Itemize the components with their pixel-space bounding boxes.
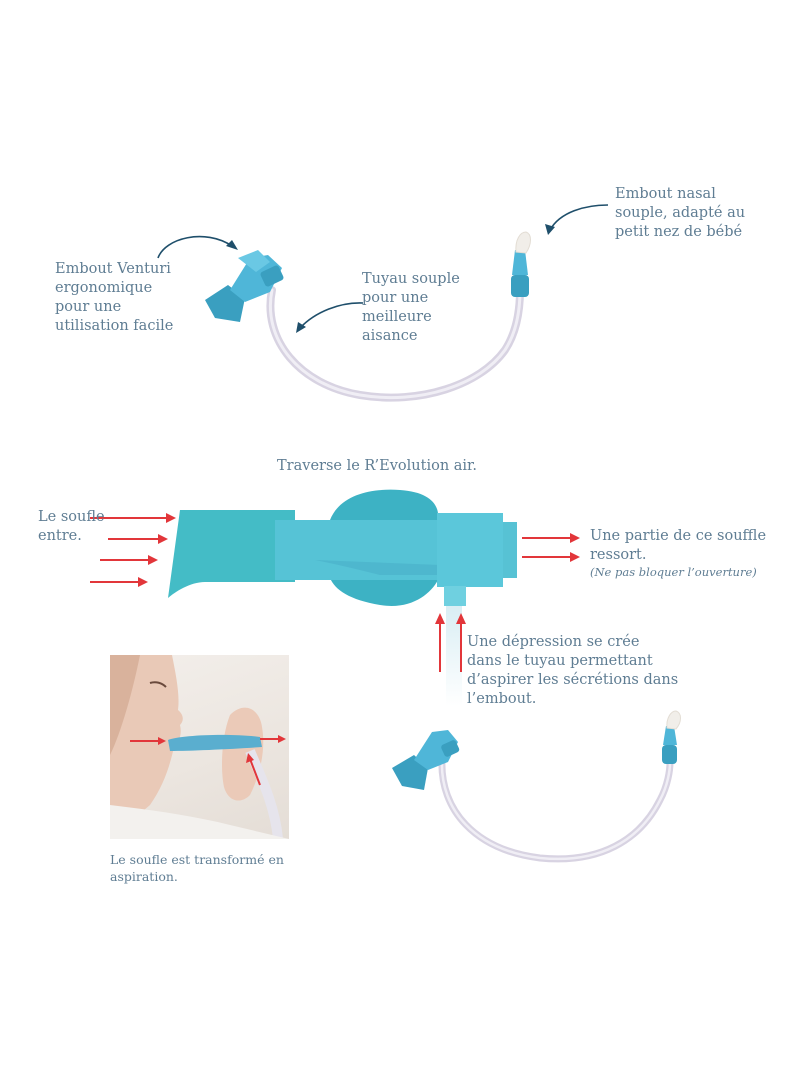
label-air-out-line: ressort. — [590, 547, 647, 563]
photo-caption-line: Le soufle est transformé en — [110, 852, 284, 867]
callout-arrowheads — [226, 224, 555, 333]
label-tube-line: aisance — [362, 328, 418, 344]
callout-arrows — [157, 204, 609, 329]
flow-title: Traverse le R’Evolution air. — [277, 458, 477, 474]
venturi-mouthpiece-bottom — [392, 730, 460, 790]
label-tube-line: meilleure — [362, 309, 432, 325]
label-air-out: Une partie de ce souffle ressort. (Ne pa… — [590, 527, 766, 580]
suction-arrows — [435, 613, 466, 672]
usage-photo — [110, 655, 289, 839]
nasal-tip — [511, 231, 531, 297]
airflow-out-arrows — [522, 533, 580, 562]
label-tube-line: pour une — [362, 290, 429, 306]
device-cross-section — [168, 489, 517, 606]
label-venturi-line: Embout Venturi — [55, 261, 171, 277]
label-venturi: Embout Venturi ergonomique pour une util… — [55, 260, 173, 336]
label-nasal-line: Embout nasal — [615, 186, 716, 202]
label-air-in: Le soufle entre. — [38, 508, 105, 546]
airflow-in-arrows — [90, 513, 176, 587]
label-venturi-line: utilisation facile — [55, 318, 174, 334]
label-depression-line: d’aspirer les sécrétions dans — [467, 672, 679, 688]
label-nasal: Embout nasal souple, adapté au petit nez… — [615, 185, 745, 242]
label-nasal-line: souple, adapté au — [615, 205, 746, 221]
label-depression-line: Une dépression se crée — [467, 634, 640, 650]
label-venturi-line: ergonomique — [55, 280, 153, 296]
label-depression-line: l’embout. — [467, 691, 537, 707]
label-air-in-line: entre. — [38, 528, 82, 544]
photo-caption: Le soufle est transformé en aspiration. — [110, 851, 284, 885]
tube-connection — [446, 606, 462, 706]
venturi-mouthpiece — [205, 250, 284, 322]
label-depression: Une dépression se crée dans le tuyau per… — [467, 633, 678, 709]
nasal-tip-bottom — [662, 710, 681, 764]
label-air-out-line: Une partie de ce souffle — [590, 528, 767, 544]
photo-caption-line: aspiration. — [110, 869, 178, 884]
label-tube: Tuyau souple pour une meilleure aisance — [362, 270, 460, 346]
label-depression-line: dans le tuyau permettant — [467, 653, 653, 669]
label-tube-line: Tuyau souple — [362, 271, 460, 287]
label-nasal-line: petit nez de bébé — [615, 224, 743, 240]
label-air-in-line: Le soufle — [38, 509, 105, 525]
soft-tube-bottom — [438, 756, 674, 863]
label-air-out-note: (Ne pas bloquer l’ouverture) — [590, 565, 757, 579]
label-venturi-line: pour une — [55, 299, 122, 315]
